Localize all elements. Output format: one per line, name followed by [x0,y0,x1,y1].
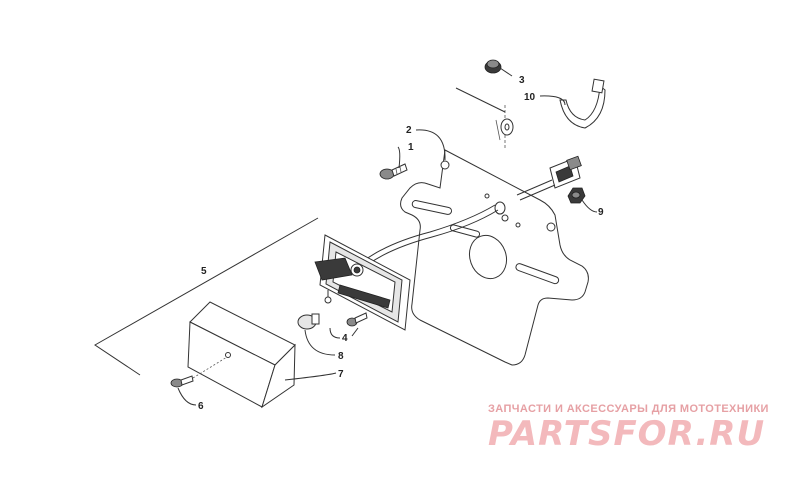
nut-9 [567,187,586,204]
callout-7: 7 [338,369,344,380]
wire-harness [354,204,499,273]
leader-lines [177,67,598,406]
callout-3: 3 [519,75,525,86]
callout-4: 4 [342,333,348,344]
callout-9: 9 [598,207,604,218]
callout-8: 8 [338,351,344,362]
wire-connector [516,155,582,201]
callout-5: 5 [201,266,207,277]
cable-tie-10 [559,78,606,129]
stud-washer [495,118,514,141]
lens-7 [187,301,296,409]
watermark-logo: PARTSFOR.RU [488,414,766,454]
callout-2: 2 [406,125,412,136]
callout-10: 10 [524,92,536,103]
callout-6: 6 [198,401,204,412]
license-plate-bracket [400,149,589,366]
callout-1: 1 [408,142,414,153]
screw-4 [346,312,368,327]
tail-light-frame [314,234,411,331]
assembly-5-outline [94,217,319,376]
watermark-subtitle: ЗАПЧАСТИ И АКСЕССУАРЫ ДЛЯ МОТОТЕХНИКИ [488,403,769,415]
bulb-8 [297,313,320,330]
bolt-1 [379,163,408,180]
nut-3 [484,59,502,74]
screw-6 [170,356,228,388]
